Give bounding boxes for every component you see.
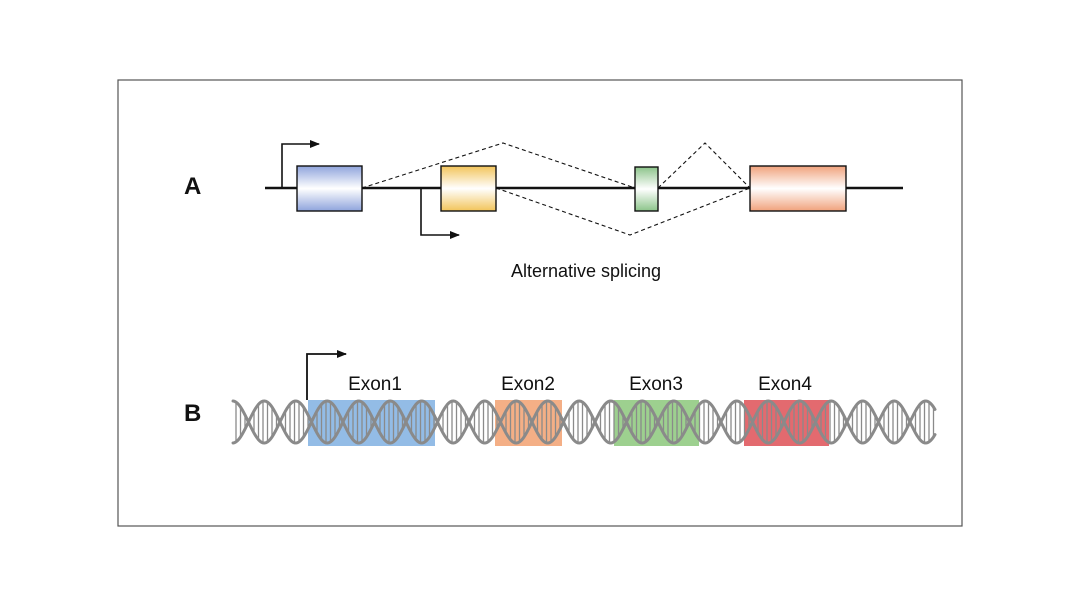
panel-b-label: B — [184, 400, 201, 427]
promoter-arrow-b — [306, 350, 347, 400]
exon-b1-label: Exon1 — [348, 374, 402, 395]
exon-b4-label: Exon4 — [758, 374, 812, 395]
exon-a4-box — [749, 165, 847, 212]
promoter-arrow-2 — [420, 189, 460, 239]
splice-paths — [361, 142, 751, 236]
exon-a2-box — [440, 165, 497, 212]
dna-double-helix — [231, 399, 937, 445]
splice-path-3-4 — [657, 142, 751, 189]
splice-path-1-3 — [361, 142, 636, 189]
panel-b: B Exon1 Exon2 Exon3 Exon4 — [184, 350, 937, 446]
figure-frame — [117, 79, 963, 527]
exon-a3-box — [634, 166, 659, 212]
exon-a1-box — [296, 165, 363, 212]
panel-a: A Alternative splicing — [184, 140, 903, 281]
panel-a-label: A — [184, 173, 201, 200]
dna-strand-2 — [231, 399, 937, 445]
exon-b3-label: Exon3 — [629, 374, 683, 395]
dna-strand-1 — [231, 399, 937, 445]
splice-path-2-4 — [495, 187, 751, 236]
exon-b2-label: Exon2 — [501, 374, 555, 395]
splicing-caption: Alternative splicing — [511, 261, 661, 281]
promoter-arrow-1 — [281, 140, 320, 187]
